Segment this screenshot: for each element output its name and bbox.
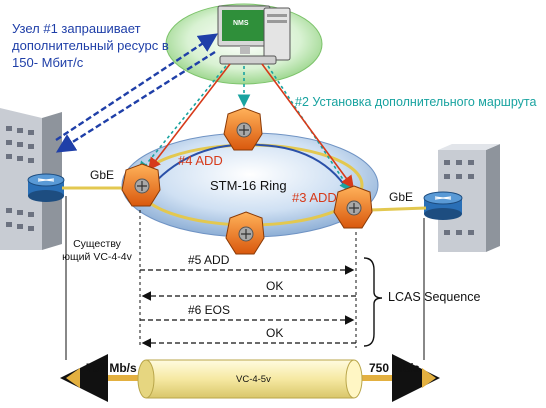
node-bottom-icon [225,211,265,255]
msg-ok2-label: OK [266,326,284,340]
node-top-icon [223,107,263,151]
add-arrow-right [261,63,354,189]
msg-add5-label: #5 ADD [188,253,230,267]
gbe-left-label: GbE [90,168,115,182]
annotation-step4: #4 ADD [178,153,223,168]
route-arrow-left [137,65,227,175]
msg-ok1-label: OK [266,279,284,293]
ring-path-blue [147,143,357,206]
router-right-icon [423,191,463,220]
add-arrow-left [148,63,231,171]
annotation-step1: Узел #1 запрашивает дополнительный ресур… [12,21,169,70]
vc-pipe [137,359,363,399]
annotation-step2: #2 Установка дополнительного маршрута [295,95,537,109]
ring-label: STM-16 Ring [210,178,287,193]
nms-computer-icon [217,5,291,65]
request-arrow-2 [55,50,216,153]
pipe-label: VC-4-5v [236,374,271,385]
gbe-right-label: GbE [389,190,414,204]
gbe-link-right [369,206,427,212]
node-left-icon [121,163,161,207]
annotation-step3: #3 ADD [292,190,337,205]
nms-label: NMS [233,20,249,27]
lcas-bracket [363,257,383,347]
request-arrow-1 [55,33,219,142]
existing-vc-label: Существу ющий VC-4-4v [62,238,132,263]
bandwidth-right-label: 750 Mb/s [369,361,420,375]
bandwidth-left-label: 750 Mb/s [86,361,137,375]
lcas-sequence-label: LCAS Sequence [388,290,481,304]
msg-eos6-label: #6 EOS [188,303,231,317]
node-right-icon [333,185,373,229]
router-left-icon [27,173,65,202]
